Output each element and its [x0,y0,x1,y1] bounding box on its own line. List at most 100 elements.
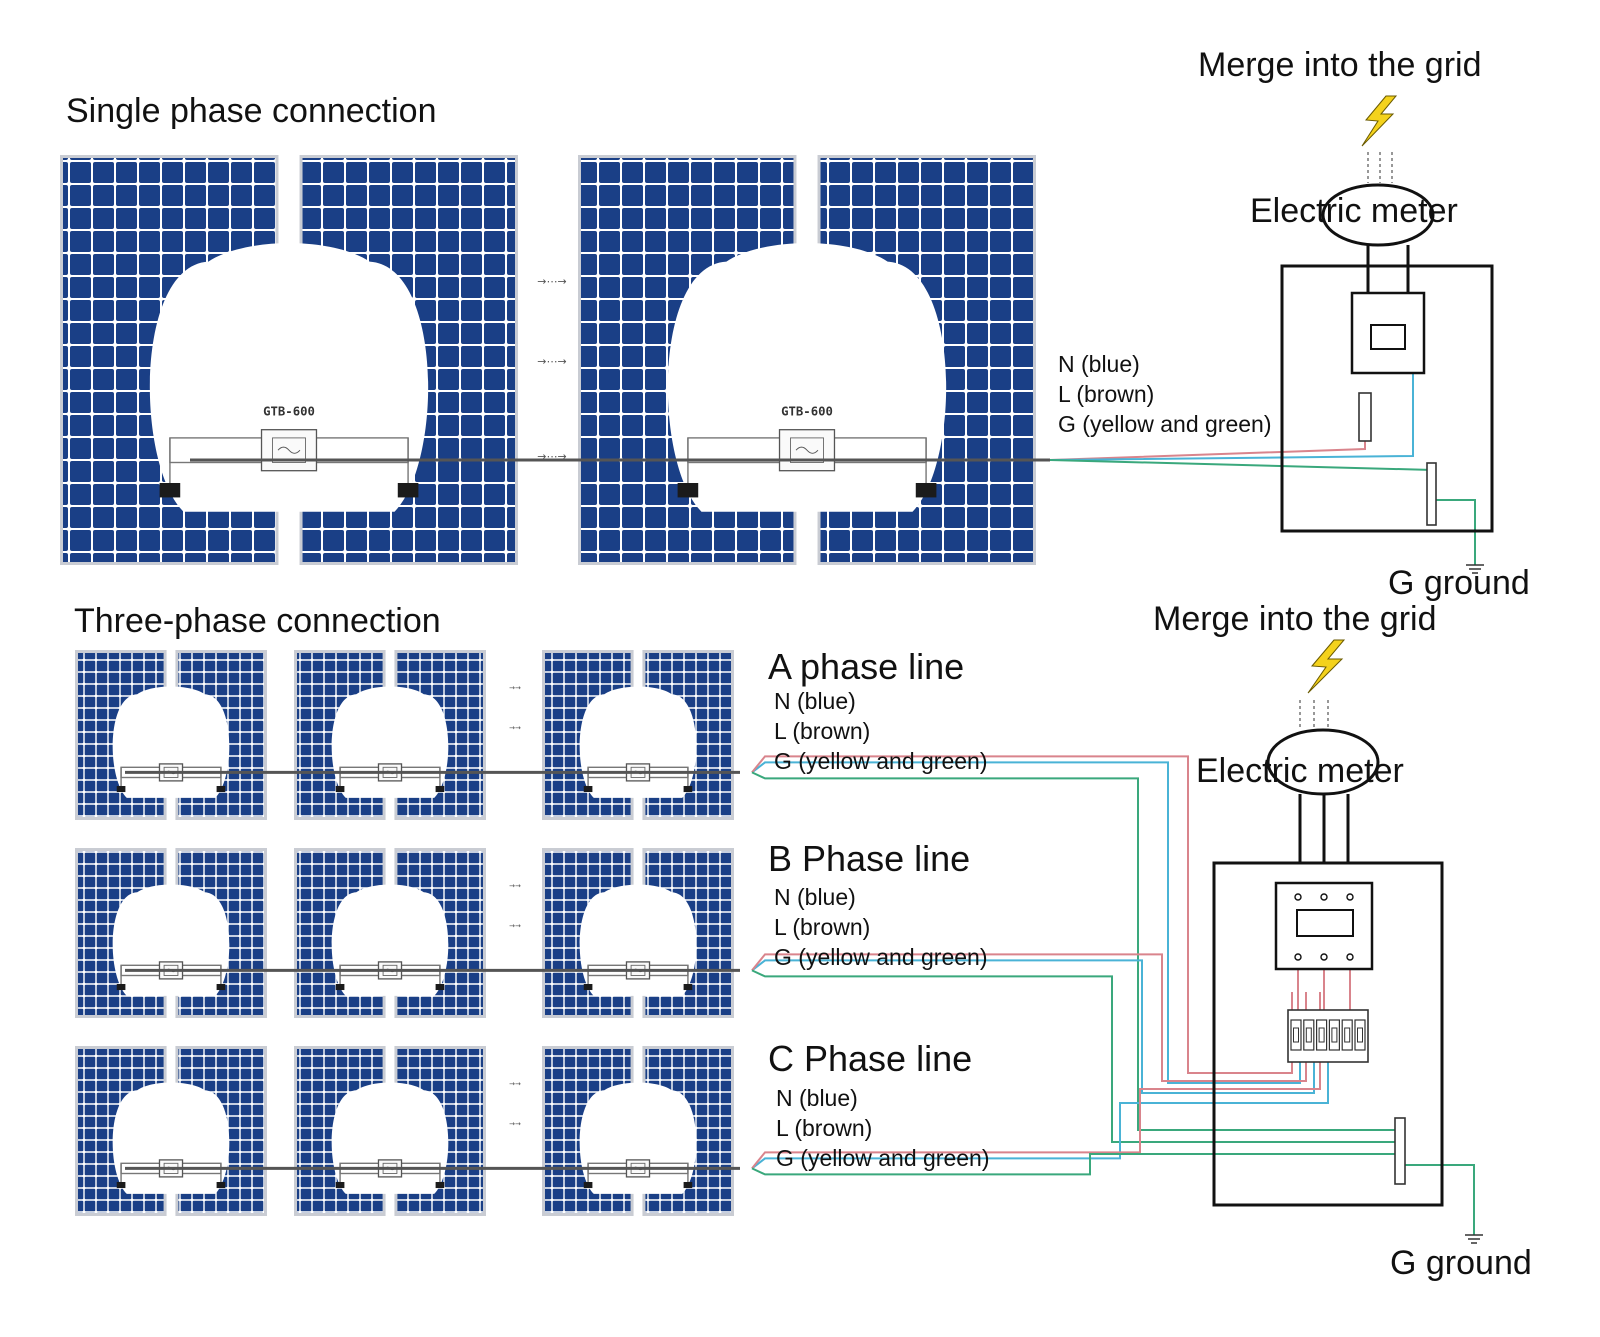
breaker-switch [1331,1027,1338,1043]
meter-terminal [1320,893,1328,901]
continuation-mark: →→ [509,922,521,930]
junction-box [683,786,693,793]
junction-box [216,786,226,793]
junction-box [435,786,445,793]
junction-box [335,984,345,991]
single-phase-title: Single phase connection [66,92,437,130]
junction-box [216,1182,226,1189]
l-wire-brown [751,992,1321,1170]
junction-box [677,483,699,498]
continuation-mark: →⋯→ [537,355,566,368]
junction-box [435,1182,445,1189]
three-phase-title: Three-phase connection [74,602,441,640]
single-module-pair-2: GTB-600 [578,155,1036,565]
three-module-pair-r2-c2 [294,848,486,1018]
phase-b-wire-g: G (yellow and green) [774,944,988,970]
single-meter-label: Electric meter [1250,192,1458,230]
phase-b-wire-n: N (blue) [774,884,856,910]
inverter-mount-area [331,686,449,798]
inverter-mount-area [149,243,429,512]
lightning-bolt-icon [1361,95,1398,147]
three-module-pair-r2-c1 [75,848,267,1018]
g-wire-green [751,969,1395,1143]
three-module-pair-r3-c1 [75,1046,267,1216]
wiring-layer: →⋯→ →⋯→ →⋯→ →→ →→ →→ →→ →→ →→ [125,275,1476,1235]
single-ground-label: G ground [1388,564,1530,602]
ground-wire-green [1433,499,1476,565]
junction-box [583,1182,593,1189]
phase-c-wire-l: L (brown) [776,1115,873,1141]
meter-terminal [1294,953,1302,961]
inverter-mount-area [112,884,230,996]
l-wire-brown [751,755,1293,1074]
phase-c-wire-g: G (yellow and green) [776,1145,990,1171]
ground-bus-bar [1394,1117,1406,1185]
three-module-pair-r2-c3 [542,848,734,1018]
g-wire-green [751,771,1395,1131]
distribution-box [1212,861,1444,1207]
meter-unit [1350,291,1426,375]
phase-a-title: A phase line [768,646,965,687]
breaker-switch [1318,1027,1325,1043]
junction-box [583,786,593,793]
junction-box [335,786,345,793]
junction-box [397,483,419,498]
n-wire-blue [751,1030,1329,1170]
continuation-mark: →→ [509,1080,521,1088]
breaker-switch [1293,1027,1299,1043]
n-wire-blue [751,761,1301,1084]
ground-bus-bar [1426,462,1437,526]
lightning-bolt-icon [1307,639,1346,694]
inverter-mount-area [331,1082,449,1194]
meter-terminal [1346,953,1354,961]
junction-box [683,1182,693,1189]
l-wire-brown [751,953,1307,1082]
phase-c-title: C Phase line [768,1038,973,1079]
inverter-mount-area [331,884,449,996]
inverter-mount-area [579,686,697,798]
three-meter-label: Electric meter [1196,752,1404,790]
inverter-mount-area [579,1082,697,1194]
phase-b-title: B Phase line [768,838,971,879]
continuation-mark: →→ [509,1120,521,1128]
continuation-mark: →→ [509,684,521,692]
single-module-pair-1: GTB-600 [60,155,518,565]
breaker-switch [1305,1027,1312,1043]
meter-terminal [1294,893,1302,901]
single-wire-n: N (blue) [1058,351,1140,377]
meter-terminal [1320,953,1328,961]
breaker-switch [1357,1027,1363,1043]
three-phase-meter-unit [1274,881,1374,971]
three-module-pair-r1-c2 [294,650,486,820]
sine-symbol [277,446,301,454]
junction-box [583,984,593,991]
distribution-box [1280,264,1494,533]
ground-wire-green [1405,1164,1475,1235]
three-ground-label: G ground [1390,1244,1532,1282]
phase-a-wire-n: N (blue) [774,688,856,714]
continuation-mark: →⋯→ [537,450,566,463]
three-module-pair-r3-c2 [294,1046,486,1216]
continuation-mark: →→ [509,882,521,890]
inverter-mount-area [579,884,697,996]
three-module-pair-r1-c3 [542,650,734,820]
phase-a-wire-l: L (brown) [774,718,871,744]
inverter-display [272,437,306,463]
junction-box [915,483,937,498]
inverter-mount-area [667,243,947,512]
single-wire-g: G (yellow and green) [1058,411,1272,437]
n-wire-blue [751,959,1315,1094]
junction-box [159,483,181,498]
junction-box [335,1182,345,1189]
meter-terminal [1346,893,1354,901]
continuation-mark: →⋯→ [537,275,566,288]
phase-b-wire-l: L (brown) [774,914,871,940]
continuation-mark: →→ [509,724,521,732]
equipment-layer [1212,95,1494,1244]
phase-a-wire-g: G (yellow and green) [774,748,988,774]
junction-box [683,984,693,991]
inverter-model-label: GTB-600 [781,404,833,418]
